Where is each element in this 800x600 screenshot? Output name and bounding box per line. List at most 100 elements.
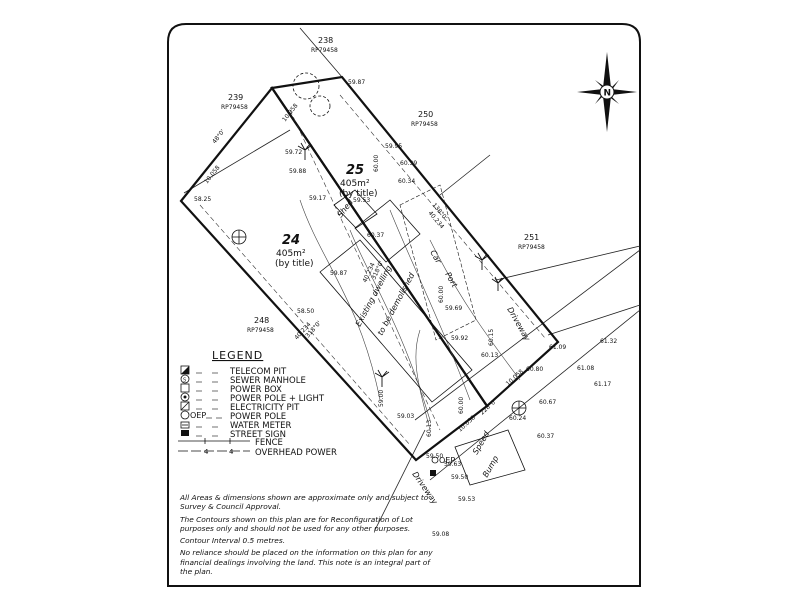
legend-street-sign: STREET SIGN bbox=[230, 430, 286, 440]
legend-power-pole: POWER POLE bbox=[230, 412, 286, 422]
car-port-label-1: Car bbox=[428, 249, 443, 266]
lot-248-number: 248 bbox=[254, 316, 269, 325]
svg-text:59.53: 59.53 bbox=[458, 496, 475, 503]
plan-border bbox=[167, 23, 641, 587]
speed-label: Speed bbox=[471, 429, 492, 456]
svg-text:61.08: 61.08 bbox=[577, 365, 594, 372]
svg-text:4: 4 bbox=[204, 448, 209, 456]
svg-text:59.03: 59.03 bbox=[397, 413, 414, 420]
water-meter-icon bbox=[180, 421, 190, 429]
lot-24-number: 24 bbox=[282, 233, 300, 248]
svg-text:4: 4 bbox=[229, 448, 234, 456]
note-reliance: No reliance should be placed on the info… bbox=[180, 548, 433, 577]
svg-text:59.08: 59.08 bbox=[432, 531, 449, 538]
svg-text:60.67: 60.67 bbox=[539, 399, 556, 406]
note-contours: The Contours shown on this plan are for … bbox=[180, 514, 413, 533]
legend-power-box: POWER BOX bbox=[230, 385, 282, 395]
oep-prefix: OEP bbox=[190, 411, 206, 420]
water-meter-icon bbox=[430, 470, 436, 476]
electricity-pit-icon bbox=[180, 401, 190, 411]
svg-text:60.39: 60.39 bbox=[400, 160, 417, 167]
lot-25-area-note: (by title) bbox=[339, 189, 378, 199]
legend-fence: FENCE bbox=[255, 438, 283, 448]
lot-239-plan: RP79458 bbox=[221, 104, 248, 111]
svg-text:60.13: 60.13 bbox=[481, 352, 498, 359]
lot-24-area: 405m² bbox=[276, 249, 306, 259]
lot-boundaries bbox=[179, 75, 560, 462]
svg-text:59.87: 59.87 bbox=[348, 79, 365, 86]
legend-water-meter: WATER METER bbox=[230, 421, 292, 431]
svg-text:60.37: 60.37 bbox=[537, 433, 554, 440]
north-label: N bbox=[604, 89, 612, 99]
legend-title: LEGEND bbox=[212, 349, 263, 362]
svg-text:59.53: 59.53 bbox=[353, 197, 370, 204]
svg-text:60.24: 60.24 bbox=[509, 415, 526, 422]
svg-text:59.00: 59.00 bbox=[378, 390, 385, 407]
lot-248-plan: RP79458 bbox=[247, 327, 274, 334]
bearing-4: 228°0' bbox=[479, 398, 499, 417]
electricity-pit-icon bbox=[431, 456, 439, 464]
neighbour-boundaries bbox=[183, 27, 641, 531]
svg-text:60.80: 60.80 bbox=[526, 366, 543, 373]
power-box-icon bbox=[180, 383, 190, 393]
svg-text:61.09: 61.09 bbox=[549, 344, 566, 351]
street-sign-icon bbox=[181, 430, 189, 436]
lot-25-area: 405m² bbox=[340, 179, 370, 189]
svg-text:61.32: 61.32 bbox=[600, 338, 617, 345]
legend-sewer-manhole: SEWER MANHOLE bbox=[230, 376, 306, 386]
tree-circle-icon bbox=[231, 72, 527, 416]
legend-overhead-power: OVERHEAD POWER bbox=[255, 448, 337, 458]
lot-239-number: 239 bbox=[228, 93, 243, 102]
contour-lines bbox=[299, 199, 521, 431]
lot-251-number: 251 bbox=[524, 233, 539, 242]
legend-power-pole-light: POWER POLE + LIGHT bbox=[230, 394, 325, 404]
existing-dwelling: Existing dwelling to be demolished bbox=[319, 199, 473, 403]
svg-text:60.00: 60.00 bbox=[373, 155, 380, 172]
svg-text:59.50: 59.50 bbox=[426, 453, 443, 460]
dim-top-24: 10.058 bbox=[203, 164, 222, 185]
lot-238-plan: RP79458 bbox=[311, 47, 338, 54]
svg-text:59.63: 59.63 bbox=[444, 461, 461, 468]
svg-text:59.87: 59.87 bbox=[330, 270, 347, 277]
power-pole-icon bbox=[180, 410, 190, 420]
svg-text:59.17: 59.17 bbox=[309, 195, 326, 202]
spot-levels: 59.87 59.95 60.00 60.39 59.72 59.88 60.3… bbox=[194, 79, 617, 538]
lot-labels: 25 405m² (by title) 24 405m² (by title) … bbox=[221, 36, 545, 334]
svg-text:58.25: 58.25 bbox=[194, 196, 211, 203]
svg-text:61.17: 61.17 bbox=[594, 381, 611, 388]
dim-front-25: 10.058 bbox=[505, 368, 525, 387]
svg-text:58.50: 58.50 bbox=[297, 308, 314, 315]
svg-text:59.69: 59.69 bbox=[445, 305, 462, 312]
svg-text:60.00: 60.00 bbox=[458, 397, 465, 414]
lot-238-number: 238 bbox=[318, 36, 333, 45]
svg-text:S: S bbox=[183, 378, 186, 384]
svg-text:60.00: 60.00 bbox=[438, 286, 445, 303]
plan-notes: All Areas & dimensions shown are approxi… bbox=[180, 493, 440, 579]
oep-label: OEP bbox=[439, 456, 455, 465]
lot-251-plan: RP79458 bbox=[518, 244, 545, 251]
sewer-manhole-icon bbox=[180, 374, 190, 384]
driveway-right-label: Driveway bbox=[505, 306, 532, 343]
dim-front-24: 10.058 bbox=[457, 414, 477, 433]
power-pole-light-icon bbox=[180, 392, 190, 402]
svg-text:59.72: 59.72 bbox=[285, 149, 302, 156]
bearing-1: 48°0' bbox=[211, 128, 227, 145]
north-arrow-icon: N bbox=[577, 52, 637, 132]
palm-tree-icon bbox=[297, 142, 505, 387]
svg-text:60.15: 60.15 bbox=[488, 329, 495, 346]
note-approximate: All Areas & dimensions shown are approxi… bbox=[180, 493, 429, 512]
bump-label: Bump bbox=[481, 454, 501, 479]
lot-250-number: 250 bbox=[418, 110, 433, 119]
svg-text:60.37: 60.37 bbox=[367, 232, 384, 239]
svg-text:60.34: 60.34 bbox=[398, 178, 415, 185]
lot-25-number: 25 bbox=[346, 163, 364, 178]
lot-250-plan: RP79458 bbox=[411, 121, 438, 128]
legend: LEGEND S OEP 4 4 TELE bbox=[178, 349, 337, 458]
car-port-label-2: Port bbox=[443, 271, 459, 290]
svg-text:59.50: 59.50 bbox=[451, 474, 468, 481]
legend-electricity-pit: ELECTRICITY PIT bbox=[230, 403, 300, 413]
svg-text:59.92: 59.92 bbox=[451, 335, 468, 342]
lot-24-area-note: (by title) bbox=[275, 259, 314, 269]
svg-text:60.13: 60.13 bbox=[426, 420, 433, 437]
